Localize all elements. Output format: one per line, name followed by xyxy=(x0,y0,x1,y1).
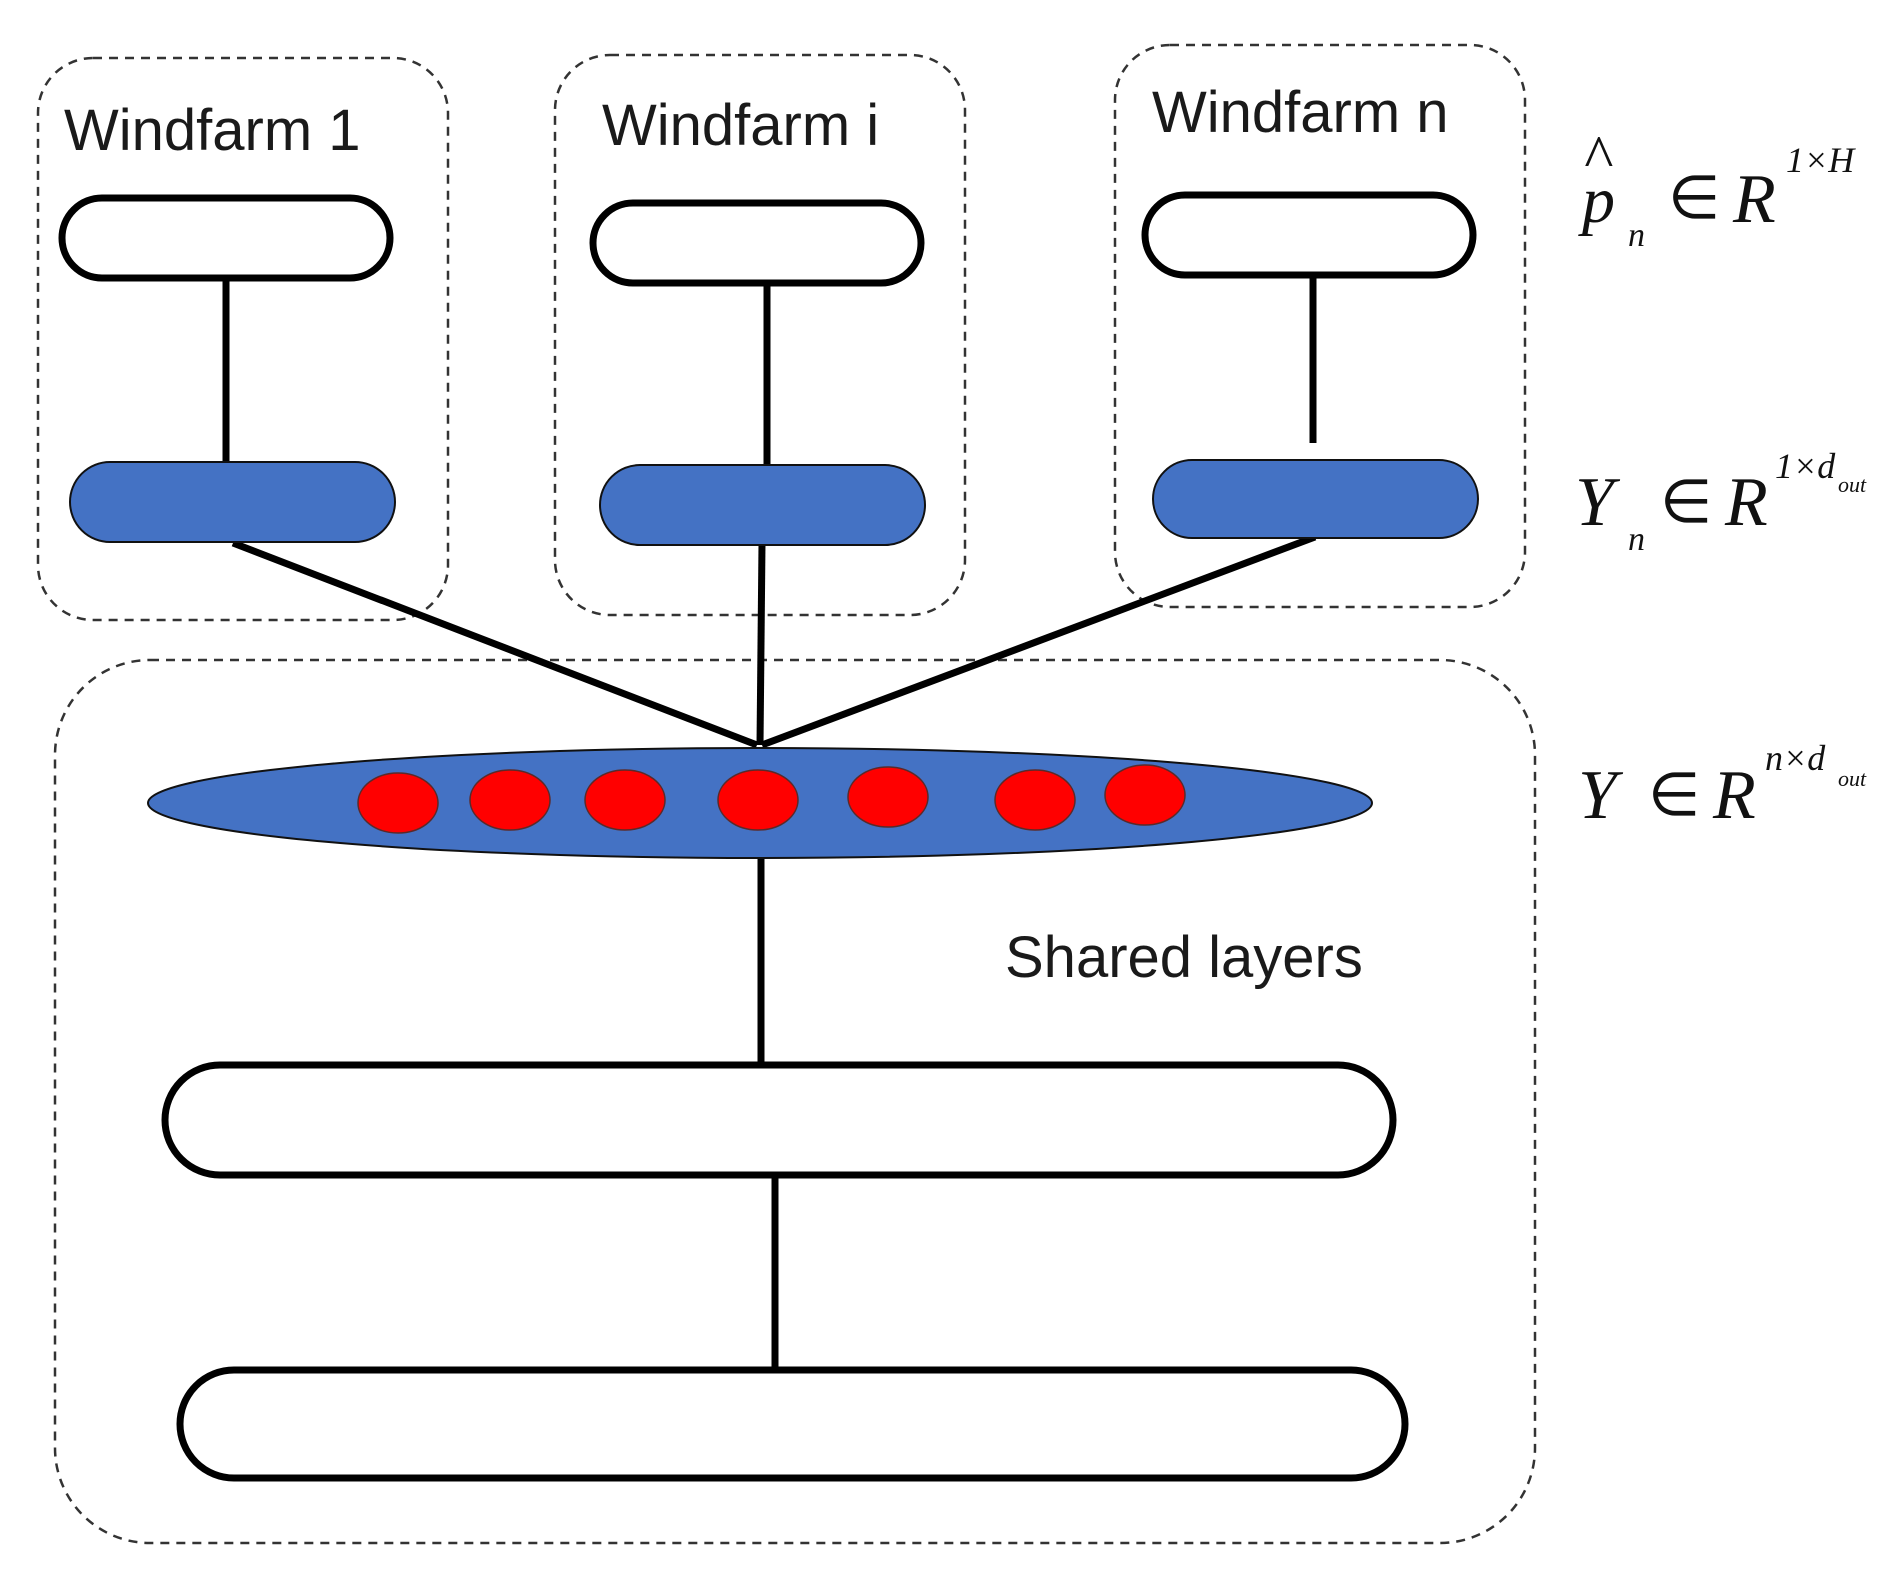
perfarm-eq-main: Y xyxy=(1575,464,1621,541)
output-eq-main: p xyxy=(1578,164,1615,237)
red-node-2 xyxy=(469,769,551,831)
perfarm-eq-rel: ∈ xyxy=(1660,469,1712,535)
shared-equation: Y ∈ R n×d out xyxy=(1578,738,1867,834)
windfarm-n-box xyxy=(1113,43,1527,609)
output-eq-sub: n xyxy=(1628,217,1645,254)
windfarm-1-embedding-node xyxy=(69,461,396,543)
shared-layers-label: Shared layers xyxy=(1005,925,1363,990)
red-node-3 xyxy=(584,769,666,831)
output-eq-rel: ∈ xyxy=(1668,165,1720,231)
shared-eq-main: Y xyxy=(1578,757,1624,834)
windfarm-n-output-node xyxy=(1141,191,1477,279)
perfarm-eq-sup: 1×d xyxy=(1775,446,1836,486)
perfarm-eq-set: R xyxy=(1724,464,1768,541)
output-eq-sup: 1×H xyxy=(1786,140,1856,180)
connections xyxy=(222,268,1317,1370)
shared-eq-set: R xyxy=(1712,757,1756,834)
windfarm-n-label: Windfarm n xyxy=(1152,80,1449,145)
red-node-1 xyxy=(357,772,439,834)
windfarm-i-label: Windfarm i xyxy=(602,93,879,158)
shared-embedding-red-nodes xyxy=(357,764,1186,834)
edge-farm1-shared xyxy=(231,539,759,749)
windfarm-i-output-node xyxy=(589,199,925,287)
windfarm-n-embedding-node xyxy=(1152,459,1479,539)
output-eq-hat: ^ xyxy=(1583,124,1613,192)
shared-layer-2 xyxy=(176,1366,1409,1482)
windfarm-1-output-node xyxy=(58,194,394,282)
windfarm-1-box xyxy=(36,56,450,622)
shared-eq-sup-sub: out xyxy=(1838,766,1867,791)
shared-layers-box xyxy=(53,658,1537,1545)
shared-layer-1 xyxy=(161,1061,1397,1179)
windfarm-1-label: Windfarm 1 xyxy=(64,98,361,163)
red-node-7 xyxy=(1104,764,1186,826)
edge-farmn-shared xyxy=(760,533,1317,749)
output-eq-set: R xyxy=(1732,161,1776,238)
edge-farmi-shared xyxy=(756,542,766,746)
red-node-6 xyxy=(994,769,1076,831)
shared-eq-sup: n×d xyxy=(1765,738,1826,778)
perfarm-eq-sup-sub: out xyxy=(1838,472,1867,497)
red-node-4 xyxy=(717,769,799,831)
windfarm-i-embedding-node xyxy=(599,464,926,546)
shared-eq-rel: ∈ xyxy=(1648,762,1700,828)
perfarm-eq-sub: n xyxy=(1628,521,1645,558)
per-farm-equation: Y n ∈ R 1×d out xyxy=(1575,446,1867,558)
red-node-5 xyxy=(847,766,929,828)
output-equation: ^ p n ∈ R 1×H xyxy=(1578,124,1856,254)
